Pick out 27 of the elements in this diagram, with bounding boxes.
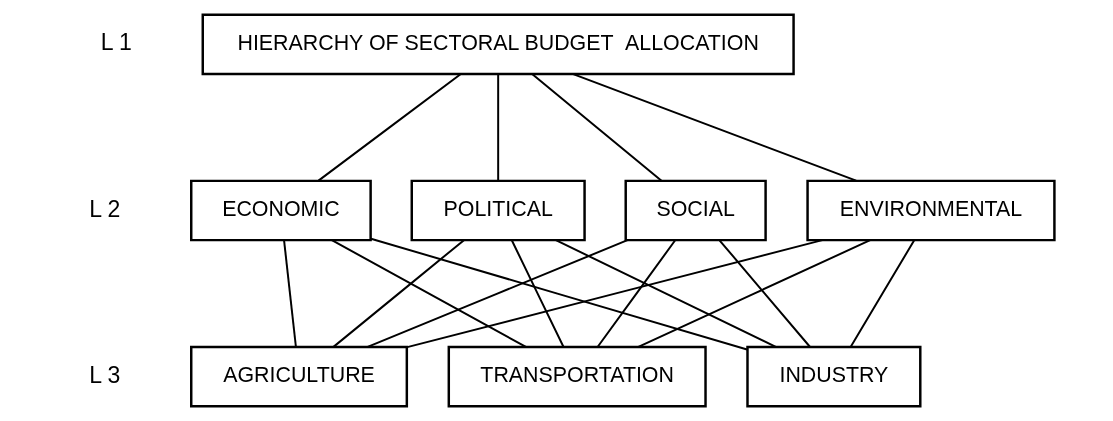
connector xyxy=(530,72,662,182)
connector xyxy=(366,239,628,348)
connector xyxy=(510,239,565,348)
connector xyxy=(317,72,462,182)
connector xyxy=(496,73,499,182)
node-box: ECONOMIC xyxy=(189,179,372,242)
connector xyxy=(330,239,527,348)
connector xyxy=(849,239,915,348)
label: L 3 xyxy=(88,361,120,388)
connector xyxy=(369,237,748,351)
connector xyxy=(718,239,811,348)
label: L 1 xyxy=(100,29,132,56)
label: L 2 xyxy=(88,195,120,222)
connector xyxy=(596,239,676,348)
node-box: INDUSTRY xyxy=(745,345,922,408)
node-box: HIERARCHY OF SECTORAL BUDGET ALLOCATION xyxy=(201,13,795,76)
connector xyxy=(332,239,465,348)
connector xyxy=(571,72,857,182)
connector xyxy=(636,239,871,348)
node-box: TRANSPORTATION xyxy=(447,345,707,408)
node-box: SOCIAL xyxy=(623,179,767,242)
connector xyxy=(405,239,823,349)
node-box: AGRICULTURE xyxy=(189,345,408,408)
connector xyxy=(282,239,297,348)
node-box: POLITICAL xyxy=(410,179,586,242)
node-box: ENVIRONMENTAL xyxy=(805,179,1056,242)
connector xyxy=(554,239,777,348)
